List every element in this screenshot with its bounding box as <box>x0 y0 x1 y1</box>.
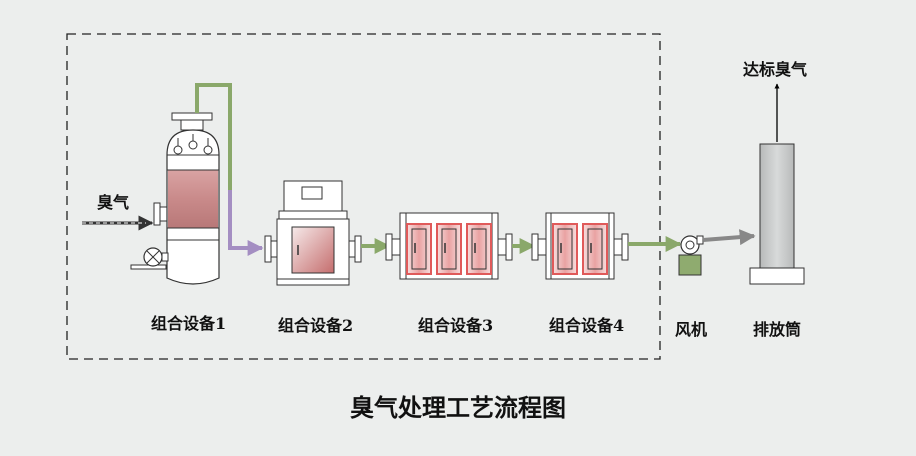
unit4-equipment <box>531 212 629 280</box>
pipe-fan-to-stack <box>702 229 756 246</box>
label-unit3: 组合设备3 <box>418 316 494 335</box>
label-unit1: 组合设备1 <box>151 314 227 333</box>
exhaust-stack <box>749 143 805 285</box>
unit1-scrubber-tank <box>153 112 220 285</box>
process-boundary <box>66 33 661 360</box>
pipe-unit1-to-unit2 <box>195 83 264 256</box>
label-fan: 风机 <box>675 320 708 339</box>
label-unit2: 组合设备2 <box>278 316 354 335</box>
circulation-pump <box>130 247 169 270</box>
label-stack: 排放筒 <box>753 320 802 339</box>
label-inlet-odor: 臭气 <box>97 193 130 212</box>
unit2-equipment <box>264 180 362 286</box>
diagram-title: 臭气处理工艺流程图 <box>350 393 566 422</box>
unit3-equipment <box>385 212 513 280</box>
fan-unit <box>678 235 704 276</box>
label-unit4: 组合设备4 <box>549 316 625 335</box>
label-outlet-compliant-odor: 达标臭气 <box>743 60 808 79</box>
